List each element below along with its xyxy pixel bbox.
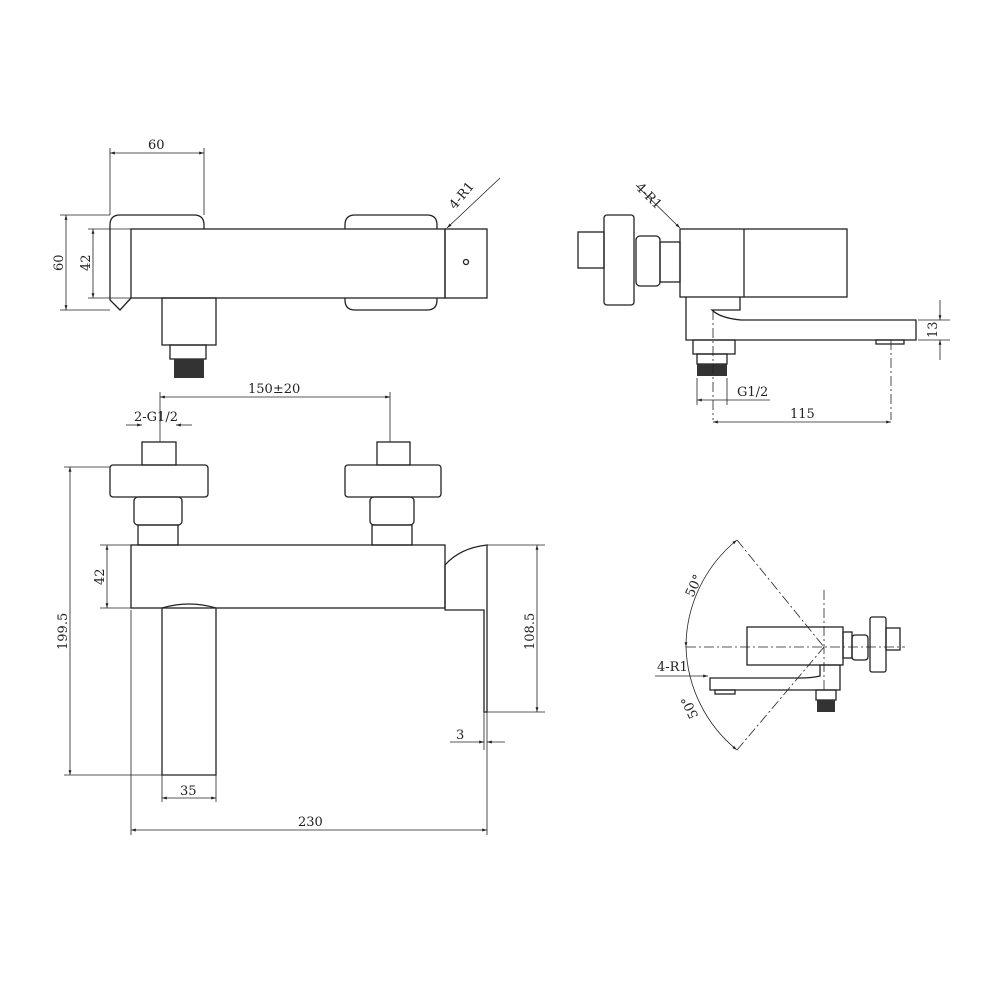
radius-note: 4-R1 (657, 660, 688, 675)
outlet (161, 297, 217, 346)
rotation-view: 50° 50° 4-R1 (655, 539, 905, 751)
top-view: 60 60 42 4-R1 (52, 138, 501, 378)
right-flange (344, 464, 442, 498)
dim-height-body: 42 (79, 254, 94, 271)
right-handle-outline (344, 214, 438, 311)
body (746, 626, 844, 666)
body (679, 228, 848, 298)
dim-inlet-spacing: 150±20 (248, 382, 300, 397)
nut (635, 235, 661, 287)
dim-body-height: 42 (93, 568, 108, 585)
front-view: 150±20 2-G1/2 199.5 42 108.5 3 35 230 (56, 382, 545, 835)
dim-handle-height: 108.5 (523, 613, 538, 650)
spout (161, 603, 217, 776)
dim-spout-height: 13 (926, 321, 941, 338)
end-cap (444, 228, 488, 299)
body (130, 544, 446, 609)
dim-spout-reach: 115 (790, 407, 815, 422)
spout (709, 664, 841, 691)
dim-handle-gap: 3 (456, 728, 464, 743)
dim-total-width: 230 (298, 815, 323, 830)
angle-arc-up (684, 539, 738, 648)
body (130, 228, 446, 299)
left-handle-outline (109, 214, 205, 311)
outlet-thread (697, 364, 727, 376)
dim-outlet-thread: G1/2 (737, 385, 768, 400)
screw-hole (462, 258, 470, 266)
flange (869, 616, 887, 673)
radius-note: 4-R1 (447, 179, 478, 212)
side-view: G1/2 115 13 4-R1 (577, 180, 950, 424)
angle-up: 50° (683, 572, 706, 599)
dim-total-height: 199.5 (56, 613, 71, 650)
handle (444, 544, 488, 713)
dim-width-handle: 60 (148, 138, 165, 153)
dim-spout-width: 35 (180, 784, 197, 799)
spout (685, 297, 917, 341)
wall-flange (603, 214, 635, 306)
outlet-thread (174, 359, 204, 378)
angle-down: 50° (679, 694, 702, 721)
dim-height-outer: 60 (52, 254, 67, 271)
dim-inlet-thread: 2-G1/2 (134, 410, 178, 425)
angle-arc-down (685, 646, 738, 751)
left-flange (109, 464, 209, 498)
